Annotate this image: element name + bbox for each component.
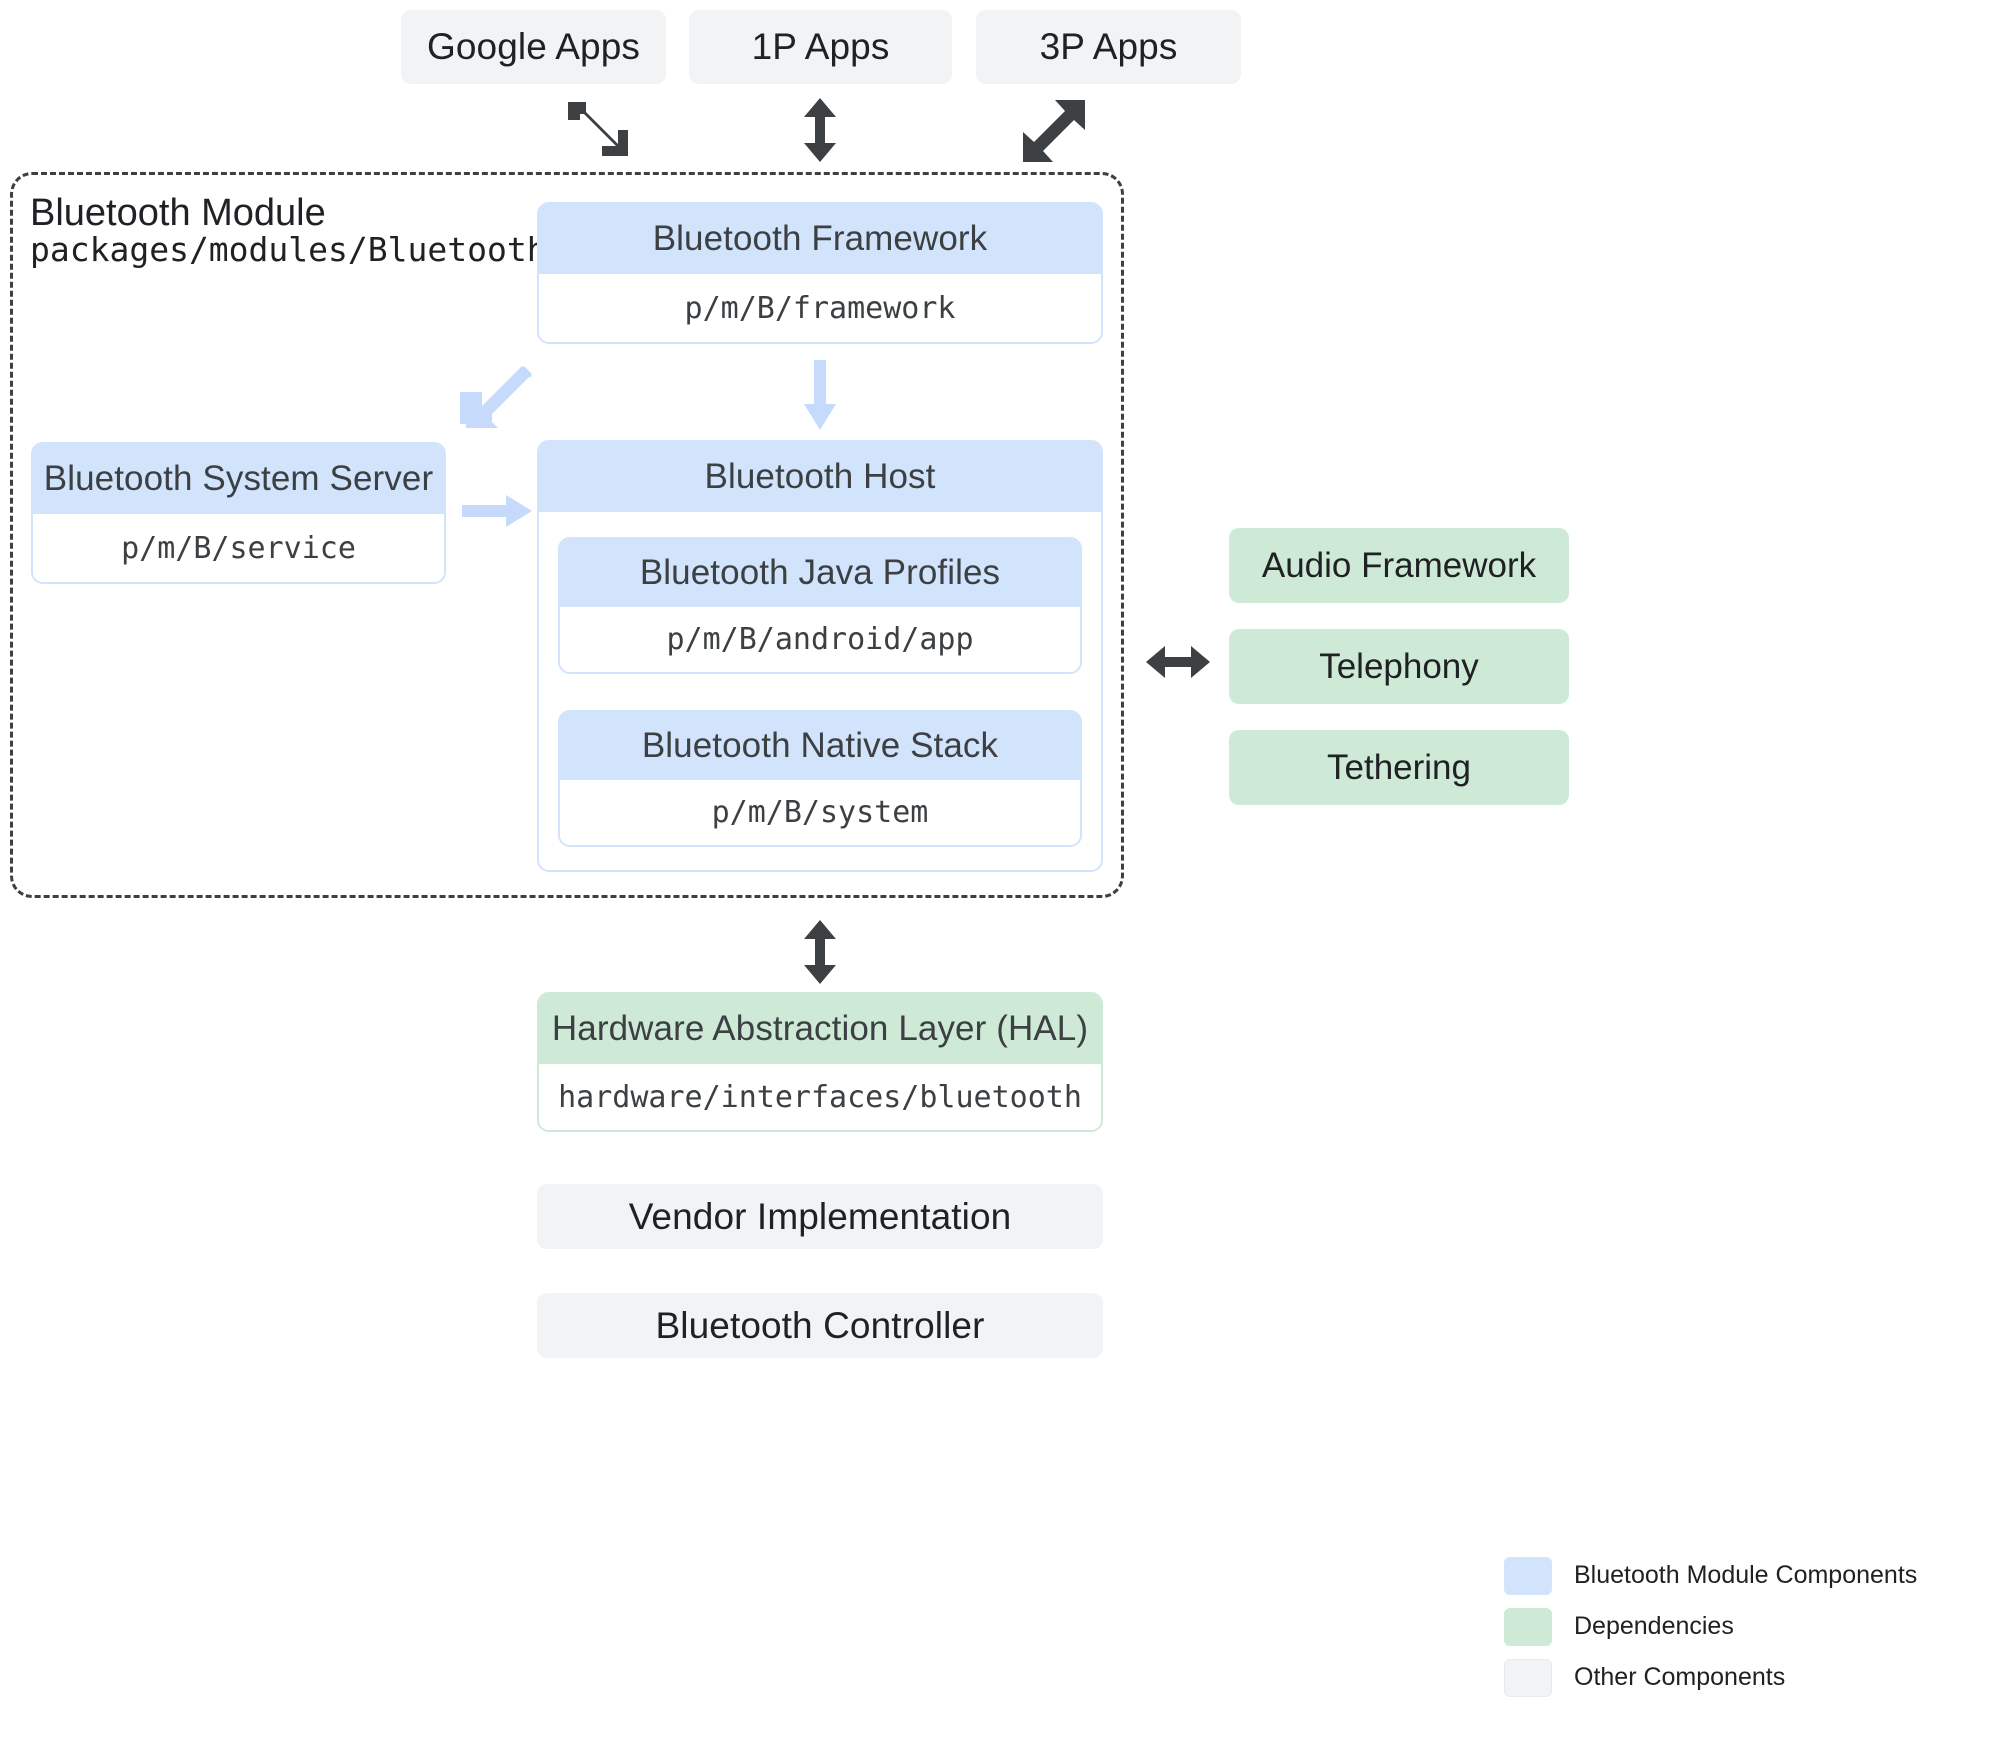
hal-box[interactable]: Hardware Abstraction Layer (HAL) hardwar… bbox=[537, 992, 1103, 1132]
legend-item-other-components: Other Components bbox=[1504, 1652, 1984, 1703]
legend-label-dependencies: Dependencies bbox=[1574, 1612, 1734, 1640]
bluetooth-framework-title: Bluetooth Framework bbox=[539, 204, 1101, 274]
vendor-implementation-box[interactable]: Vendor Implementation bbox=[537, 1184, 1103, 1249]
google-apps-to-module-arrow bbox=[560, 100, 630, 160]
bluetooth-java-profiles-path: p/m/B/android/app bbox=[560, 607, 1080, 672]
framework-to-system-server-arrow bbox=[460, 366, 532, 428]
bluetooth-native-stack-title: Bluetooth Native Stack bbox=[560, 712, 1080, 780]
hal-title: Hardware Abstraction Layer (HAL) bbox=[539, 994, 1101, 1064]
module-to-hal-arrow bbox=[803, 920, 837, 984]
legend-swatch-gray bbox=[1504, 1658, 1552, 1697]
bluetooth-java-profiles-box[interactable]: Bluetooth Java Profiles p/m/B/android/ap… bbox=[558, 537, 1082, 674]
tethering-label: Tethering bbox=[1327, 747, 1471, 787]
module-title: Bluetooth Module bbox=[30, 192, 326, 234]
legend-item-dependencies: Dependencies bbox=[1504, 1601, 1984, 1652]
audio-framework-label: Audio Framework bbox=[1261, 545, 1537, 585]
hal-path: hardware/interfaces/bluetooth bbox=[539, 1064, 1101, 1130]
3p-apps-label: 3P Apps bbox=[1039, 26, 1178, 67]
bluetooth-controller-label: Bluetooth Controller bbox=[655, 1304, 985, 1346]
legend-label-module-components: Bluetooth Module Components bbox=[1574, 1561, 1918, 1589]
audio-framework-box[interactable]: Audio Framework bbox=[1229, 528, 1569, 603]
bluetooth-native-stack-box[interactable]: Bluetooth Native Stack p/m/B/system bbox=[558, 710, 1082, 847]
bluetooth-module-container bbox=[10, 172, 1124, 898]
legend-label-other-components: Other Components bbox=[1574, 1663, 1786, 1691]
legend-item-module-components: Bluetooth Module Components bbox=[1504, 1550, 1984, 1601]
bluetooth-controller-box[interactable]: Bluetooth Controller bbox=[537, 1293, 1103, 1358]
module-to-dependencies-arrow bbox=[1146, 645, 1210, 679]
bluetooth-framework-box[interactable]: Bluetooth Framework p/m/B/framework bbox=[537, 202, 1103, 344]
1p-apps-label: 1P Apps bbox=[751, 26, 890, 67]
vendor-implementation-label: Vendor Implementation bbox=[628, 1195, 1012, 1237]
bluetooth-host-title: Bluetooth Host bbox=[539, 442, 1101, 512]
system-server-to-host-arrow bbox=[462, 494, 532, 528]
module-path: packages/modules/Bluetooth bbox=[30, 230, 547, 269]
3p-apps-box[interactable]: 3P Apps bbox=[976, 10, 1241, 84]
google-apps-box[interactable]: Google Apps bbox=[401, 10, 666, 84]
1p-apps-box[interactable]: 1P Apps bbox=[689, 10, 952, 84]
bluetooth-native-stack-path: p/m/B/system bbox=[560, 780, 1080, 845]
bluetooth-system-server-box[interactable]: Bluetooth System Server p/m/B/service bbox=[31, 442, 446, 584]
framework-to-host-arrow bbox=[803, 360, 837, 430]
tethering-box[interactable]: Tethering bbox=[1229, 730, 1569, 805]
telephony-label: Telephony bbox=[1319, 646, 1479, 686]
telephony-box[interactable]: Telephony bbox=[1229, 629, 1569, 704]
bluetooth-system-server-title: Bluetooth System Server bbox=[33, 444, 444, 514]
legend-swatch-green bbox=[1504, 1607, 1552, 1646]
bluetooth-system-server-path: p/m/B/service bbox=[33, 514, 444, 582]
3p-apps-to-module-arrow bbox=[1023, 100, 1085, 162]
google-apps-label: Google Apps bbox=[427, 26, 640, 67]
bluetooth-framework-path: p/m/B/framework bbox=[539, 274, 1101, 342]
1p-apps-to-module-arrow bbox=[803, 98, 837, 162]
bluetooth-java-profiles-title: Bluetooth Java Profiles bbox=[560, 539, 1080, 607]
legend-swatch-blue bbox=[1504, 1556, 1552, 1595]
legend: Bluetooth Module Components Dependencies… bbox=[1504, 1550, 1984, 1703]
